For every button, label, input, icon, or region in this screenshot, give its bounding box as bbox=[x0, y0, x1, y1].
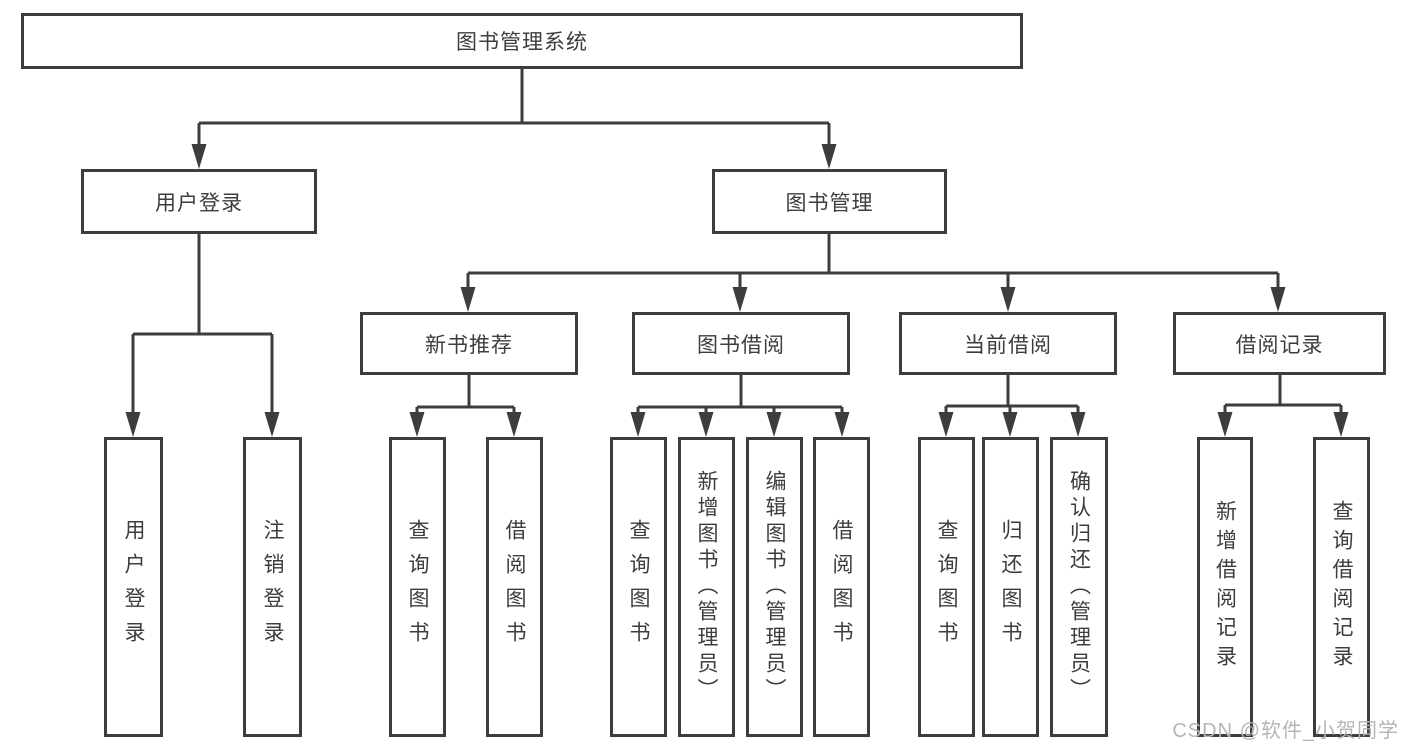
leaf-current-query-books-label: 查询图书 bbox=[935, 519, 958, 655]
leaf-current-confirm-return-admin: 确认归还（管理员） bbox=[1050, 437, 1108, 737]
leaf-records-query-record: 查询借阅记录 bbox=[1313, 437, 1370, 737]
node-book-borrow: 图书借阅 bbox=[632, 312, 850, 375]
node-new-book-recommend-label: 新书推荐 bbox=[425, 333, 513, 357]
leaf-records-add-record-label: 新增借阅记录 bbox=[1213, 500, 1237, 674]
leaf-current-return-books-label: 归还图书 bbox=[999, 519, 1022, 655]
leaf-borrow-edit-books-admin-label: 编辑图书（管理员） bbox=[763, 470, 786, 704]
leaf-records-add-record: 新增借阅记录 bbox=[1197, 437, 1253, 737]
leaf-current-confirm-return-admin-label: 确认归还（管理员） bbox=[1067, 470, 1091, 704]
leaf-borrow-borrow-books: 借阅图书 bbox=[813, 437, 870, 737]
leaf-recommend-borrow-books: 借阅图书 bbox=[486, 437, 543, 737]
leaf-current-query-books: 查询图书 bbox=[918, 437, 975, 737]
node-root-system-label: 图书管理系统 bbox=[456, 31, 588, 54]
node-borrow-records: 借阅记录 bbox=[1173, 312, 1386, 375]
leaf-borrow-query-books: 查询图书 bbox=[610, 437, 667, 737]
arrowhead-icons bbox=[125, 144, 1349, 437]
node-user-login: 用户登录 bbox=[81, 169, 317, 234]
leaf-borrow-add-books-admin: 新增图书（管理员） bbox=[678, 437, 735, 737]
leaf-recommend-query-books-label: 查询图书 bbox=[406, 519, 429, 655]
csdn-watermark: CSDN @软件_小贺同学 bbox=[1172, 720, 1399, 742]
leaf-recommend-query-books: 查询图书 bbox=[389, 437, 446, 737]
leaf-borrow-borrow-books-label: 借阅图书 bbox=[830, 519, 853, 655]
node-book-borrow-label: 图书借阅 bbox=[697, 333, 785, 357]
node-book-management-label: 图书管理 bbox=[785, 191, 874, 215]
node-user-login-label: 用户登录 bbox=[155, 191, 243, 215]
leaf-logout-login-label: 注销登录 bbox=[261, 519, 284, 655]
leaf-borrow-edit-books-admin: 编辑图书（管理员） bbox=[746, 437, 803, 737]
leaf-borrow-query-books-label: 查询图书 bbox=[627, 519, 650, 655]
leaf-recommend-borrow-books-label: 借阅图书 bbox=[503, 519, 526, 655]
leaf-current-return-books: 归还图书 bbox=[982, 437, 1039, 737]
node-book-management: 图书管理 bbox=[712, 169, 947, 234]
node-borrow-records-label: 借阅记录 bbox=[1235, 333, 1324, 357]
leaf-logout-login: 注销登录 bbox=[243, 437, 302, 737]
node-new-book-recommend: 新书推荐 bbox=[360, 312, 578, 375]
leaf-borrow-add-books-admin-label: 新增图书（管理员） bbox=[695, 470, 718, 704]
node-current-borrow-label: 当前借阅 bbox=[964, 333, 1052, 357]
leaf-user-login-label: 用户登录 bbox=[122, 519, 145, 655]
leaf-user-login: 用户登录 bbox=[104, 437, 163, 737]
node-root-system: 图书管理系统 bbox=[21, 13, 1023, 69]
node-current-borrow: 当前借阅 bbox=[899, 312, 1117, 375]
leaf-records-query-record-label: 查询借阅记录 bbox=[1330, 500, 1353, 674]
